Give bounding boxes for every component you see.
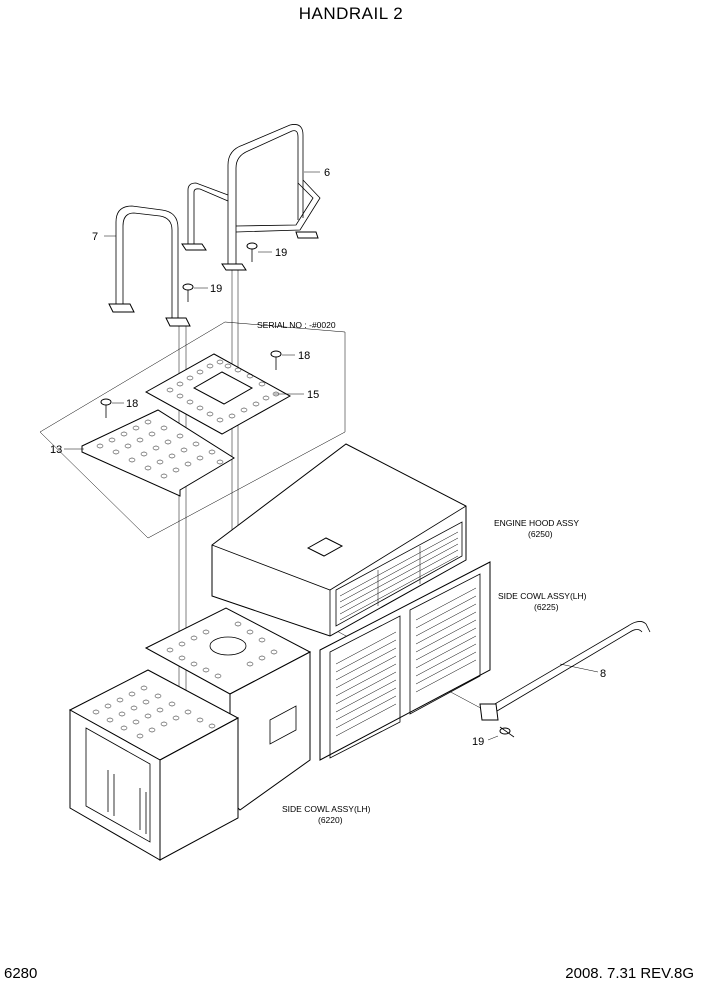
machine-step-plate-upper <box>144 607 312 811</box>
callout-18-lower: 18 <box>126 398 138 410</box>
side-cowl-right-code: (6225) <box>534 602 559 612</box>
bolt-19-c <box>499 726 515 738</box>
callout-6: 6 <box>324 167 330 179</box>
handrail-7 <box>108 205 191 327</box>
engine-hood-label: ENGINE HOOD ASSY <box>494 518 579 528</box>
callout-15: 15 <box>307 389 319 401</box>
tread-plate-15 <box>144 353 292 435</box>
callout-leaders <box>64 171 599 741</box>
page-title: HANDRAIL 2 <box>298 4 404 23</box>
handrail-8 <box>479 621 651 721</box>
callout-8: 8 <box>600 668 606 680</box>
callout-18-upper: 18 <box>298 350 310 362</box>
bolt-19-a <box>246 242 258 262</box>
revision-date: 2008. 7.31 REV.8G <box>565 965 694 982</box>
machine-step-box-lower <box>68 669 240 861</box>
callout-19-upper: 19 <box>275 247 287 259</box>
serial-option-frame <box>39 321 346 539</box>
serial-number-note: SERIAL NO : -#0020 <box>257 320 336 330</box>
callout-13: 13 <box>50 444 62 456</box>
callout-19-middle: 19 <box>210 283 222 295</box>
callout-7: 7 <box>92 231 98 243</box>
engine-hood-assy <box>211 443 467 637</box>
side-cowl-left-label: SIDE COWL ASSY(LH) <box>282 804 371 814</box>
handrail-6 <box>181 124 321 271</box>
side-cowl-6225 <box>319 561 491 761</box>
page-number: 6280 <box>4 965 38 982</box>
tread-plate-13 <box>81 409 235 497</box>
side-cowl-right-label: SIDE COWL ASSY(LH) <box>498 591 587 601</box>
bolt-18-a <box>270 350 282 370</box>
side-cowl-left-code: (6220) <box>318 815 343 825</box>
callout-19-lower: 19 <box>472 736 484 748</box>
engine-hood-code: (6250) <box>528 529 553 539</box>
bolt-18-b <box>100 398 112 418</box>
bolt-19-b <box>182 283 194 302</box>
